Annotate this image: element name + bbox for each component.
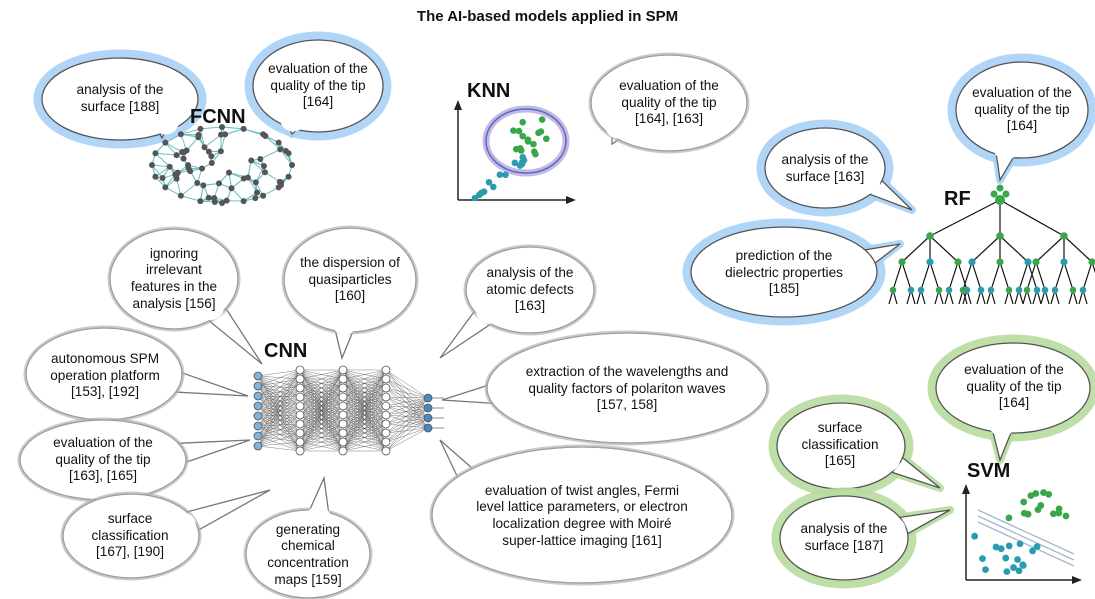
figure-title: The AI-based models applied in SPM <box>416 8 679 25</box>
bubble-cnn-tip: evaluation of the quality of the tip [16… <box>53 435 153 484</box>
bubble-rf-surface: analysis of the surface [163] <box>781 152 869 184</box>
bubble-cnn-defects-shape <box>439 244 597 359</box>
bubble-svm-surface-class-shape <box>768 394 944 498</box>
bubble-svm-surface-class: surface classification [165] <box>801 420 879 469</box>
bubble-cnn-irrelevant-shape <box>107 226 263 365</box>
bubble-cnn-defects: analysis of the atomic defects [163] <box>486 265 574 314</box>
fcnn-network-icon <box>149 124 295 206</box>
bubble-knn-tip: evaluation of the quality of the tip [16… <box>619 78 719 127</box>
bubble-knn-tip-shape <box>588 52 750 154</box>
knn-scatter-icon <box>454 100 576 204</box>
bubble-cnn-irrelevant: ignoring irrelevant features in the anal… <box>130 245 218 311</box>
bubble-rf-tip: evaluation of the quality of the tip [16… <box>972 85 1072 134</box>
bubble-rf-dielectric: prediction of the dielectric properties … <box>725 248 843 297</box>
bubble-rf-surface-shape <box>756 119 916 217</box>
cnn-network-icon <box>253 365 444 456</box>
bubble-cnn-chemical-shape <box>243 475 373 599</box>
bubble-fcnn-tip: evaluation of the quality of the tip [16… <box>268 61 368 110</box>
bubble-cnn-autonomous: autonomous SPM operation platform [153],… <box>50 351 160 400</box>
svm-label: SVM <box>967 460 1011 482</box>
rf-tree-icon <box>888 184 1095 305</box>
knn-label: KNN <box>467 80 511 102</box>
bubble-cnn-chemical: generating chemical concentration maps [… <box>267 521 349 587</box>
bubble-cnn-surface-class: surface classification [167], [190] <box>91 511 169 560</box>
bubble-svm-tip-shape <box>927 334 1095 464</box>
bubble-cnn-surface-class-shape <box>60 489 271 581</box>
svm-scatter-icon <box>962 484 1082 584</box>
bubble-cnn-moire: evaluation of twist angles, Fermi level … <box>476 482 688 548</box>
rf-label: RF <box>944 188 971 210</box>
bubble-cnn-moire-shape <box>429 439 735 586</box>
bubble-fcnn-surface-shape <box>33 49 207 149</box>
fcnn-label: FCNN <box>190 106 246 128</box>
bubble-fcnn-tip-shape <box>244 31 392 141</box>
bubble-rf-dielectric-shape <box>682 218 904 326</box>
bubble-svm-tip: evaluation of the quality of the tip [16… <box>964 362 1064 411</box>
bubble-fcnn-surface: analysis of the surface [188] <box>76 82 164 114</box>
bubble-rf-tip-shape <box>947 53 1095 184</box>
bubble-cnn-quasiparticles-shape <box>281 225 419 361</box>
bubble-cnn-quasiparticles: the dispersion of quasiparticles [160] <box>300 255 400 304</box>
bubble-svm-surface: analysis of the surface [187] <box>800 521 888 553</box>
bubble-cnn-polariton: extraction of the wavelengths and qualit… <box>525 364 729 413</box>
cnn-label: CNN <box>264 340 308 362</box>
bubble-cnn-polariton-shape <box>441 330 770 446</box>
bubble-svm-surface-shape <box>771 487 954 589</box>
bubble-cnn-tip-shape <box>17 417 251 503</box>
